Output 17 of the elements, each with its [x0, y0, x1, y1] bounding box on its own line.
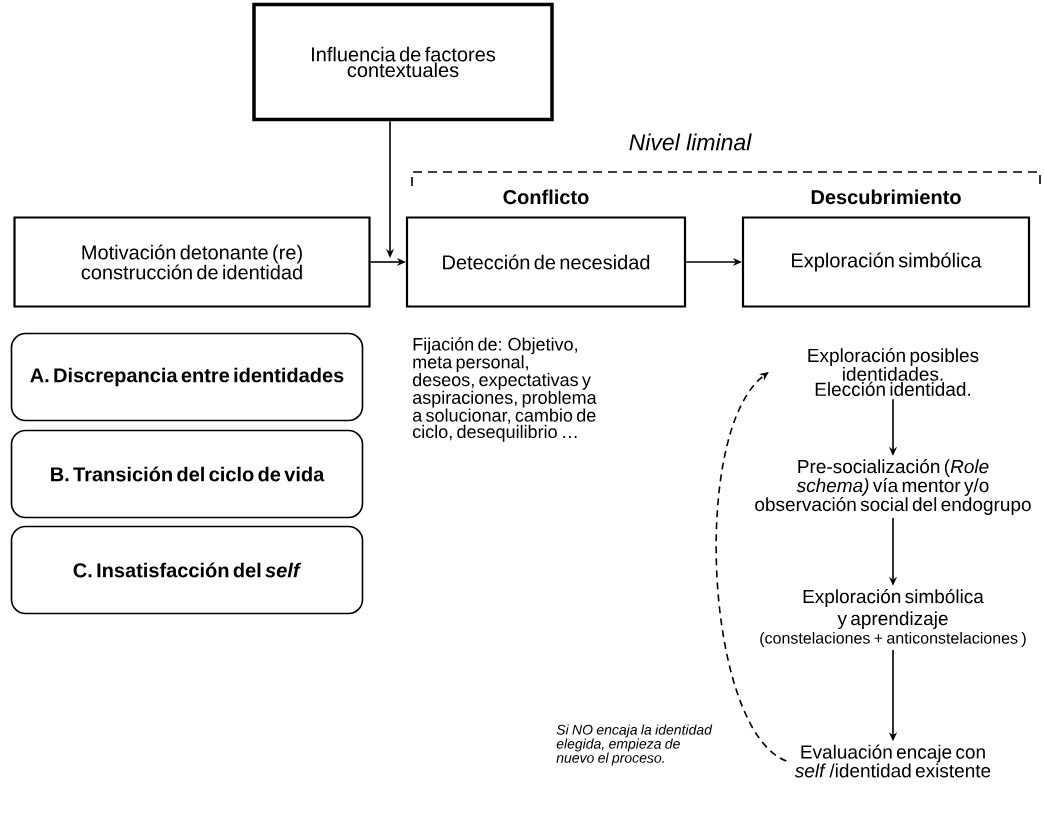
level-title: Nivel liminal	[629, 133, 752, 151]
step-text: Exploración simbólica y aprendizaje (constelaciones + anticonstelaciones )	[760, 589, 1026, 647]
option-box: C. Insatisfacción del self	[10, 525, 364, 615]
stage-heading: Conflicto	[503, 189, 589, 205]
arrow	[715, 372, 788, 762]
step-text: Exploración posibles identidades. Elección identidad.	[808, 347, 979, 397]
edge-label: Si NO encaja la identidad elegida, empieza de nuevo el proceso.	[555, 723, 723, 767]
step-text: Pre-socialización (Role schema) vía mentor y/o observación social del endogrupo	[755, 459, 1031, 515]
option-box: B. Transición del ciclo de vida	[10, 429, 364, 519]
stage-heading: Descubrimiento	[811, 189, 961, 205]
factor-box: Influencia de factores contextuales	[252, 2, 554, 122]
stage-box: Exploración simbólica	[741, 216, 1031, 308]
note-text: Fijación de: Objetivo, meta personal, deseos, expectativas y aspiraciones, problema a solucionar, cambio de ciclo, desequilibrio …	[412, 337, 597, 442]
stage-box: Detección de necesidad	[405, 216, 687, 308]
stage-box: Motivación detonante (re) construcción de identidad	[13, 216, 371, 308]
option-box: A. Discrepancia entre identidades	[10, 332, 364, 422]
step-text: Evaluación encaje con self /identidad existente	[794, 744, 991, 778]
